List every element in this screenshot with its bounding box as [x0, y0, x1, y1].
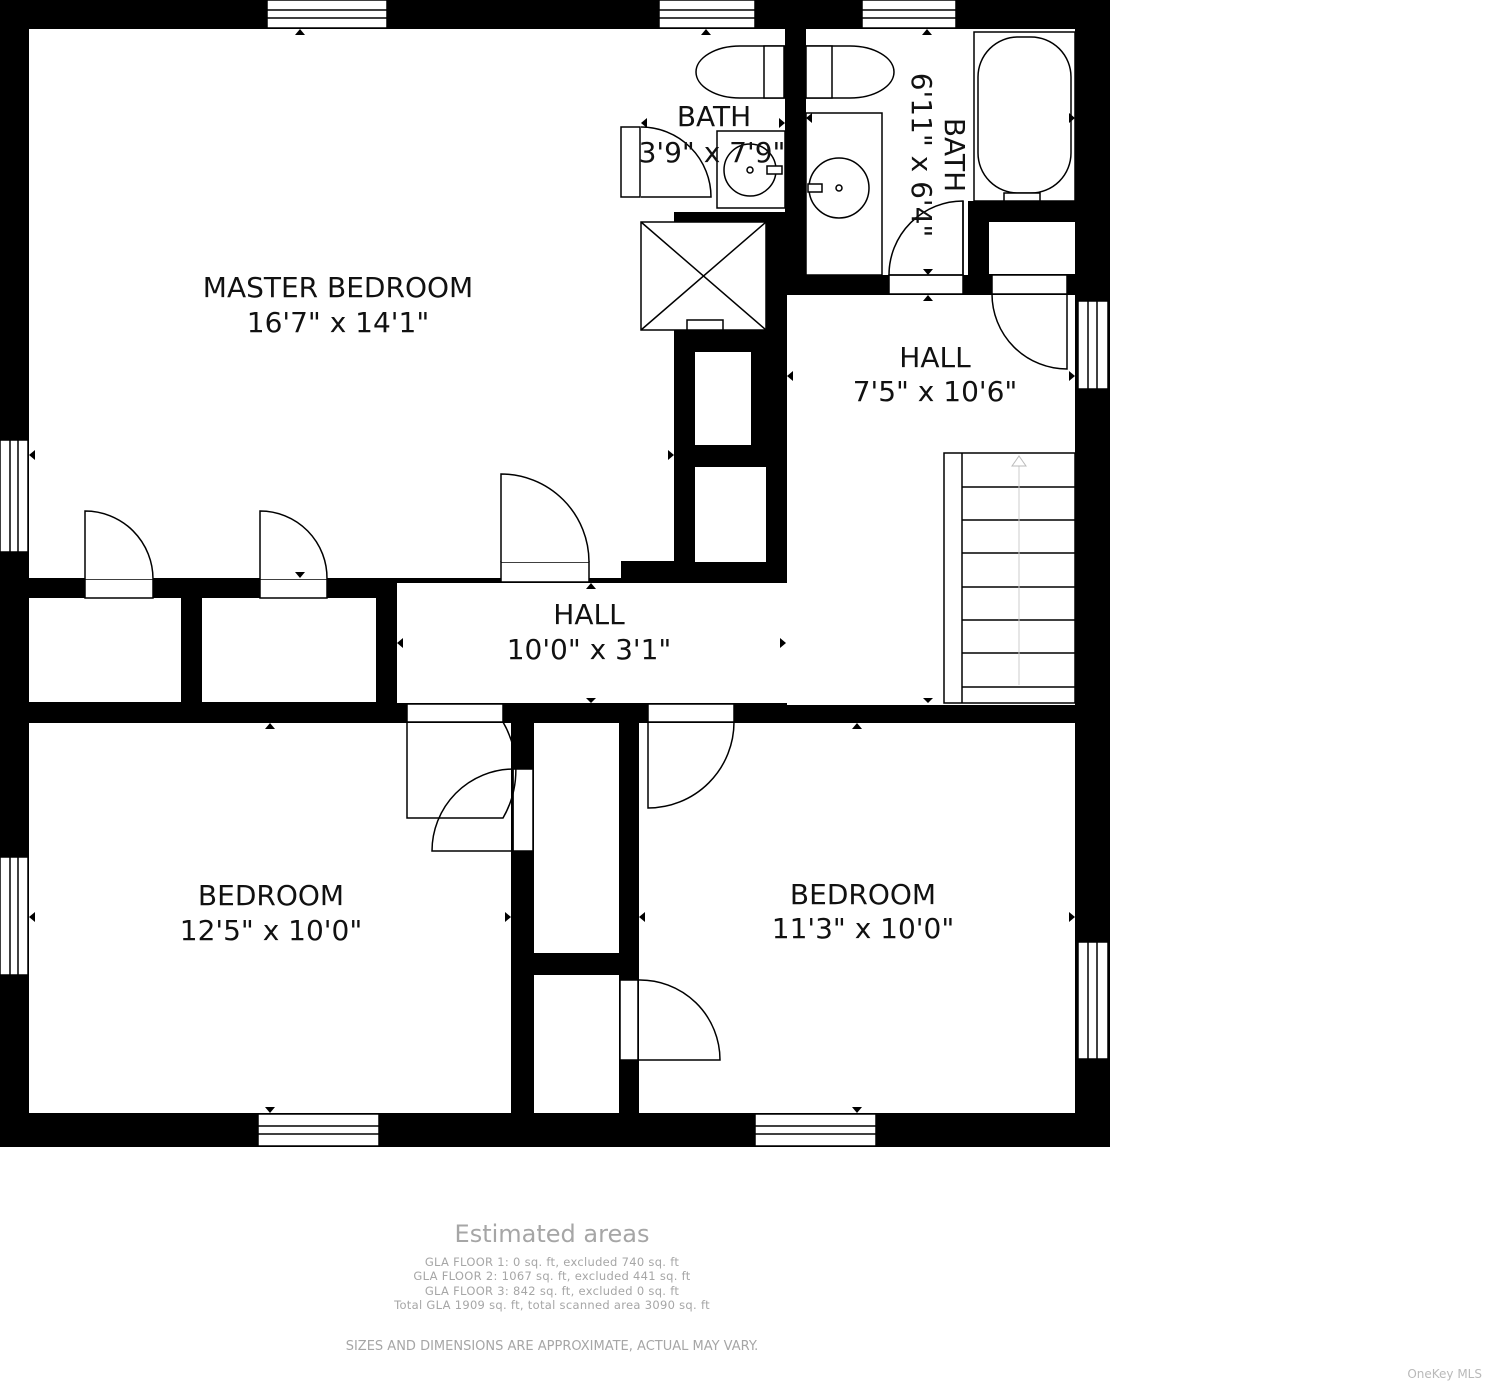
window-sash-lines	[9, 9, 1098, 1135]
bath-right-name: BATH	[938, 118, 971, 192]
area-line-floor-2: GLA FLOOR 2: 1067 sq. ft, excluded 441 s…	[413, 1269, 691, 1283]
fixtures	[640, 31, 1076, 331]
door-swings	[84, 126, 1068, 1061]
master-bedroom-size: 16'7" x 14'1"	[247, 306, 429, 339]
stairs	[943, 452, 1076, 704]
master-bedroom-name: MASTER BEDROOM	[203, 271, 473, 304]
bath-left-size: 3'9" x 7'9"	[639, 136, 786, 169]
bath-right-size: 6'11" x 6'4"	[905, 73, 938, 238]
area-line-floor-1: GLA FLOOR 1: 0 sq. ft, excluded 740 sq. …	[424, 1255, 680, 1269]
disclaimer: SIZES AND DIMENSIONS ARE APPROXIMATE, AC…	[345, 1339, 759, 1354]
dimension-markers	[29, 29, 1075, 1113]
hall-lower-size: 10'0" x 3'1"	[507, 633, 672, 666]
bedroom-right-size: 11'3" x 10'0"	[772, 912, 954, 945]
hall-lower-name: HALL	[553, 598, 625, 631]
windows	[0, 0, 1109, 1147]
estimated-areas-title: Estimated areas	[454, 1220, 650, 1248]
room-labels: MASTER BEDROOM 16'7" x 14'1" BATH 3'9" x…	[180, 73, 1018, 947]
bath-left-name: BATH	[677, 100, 751, 133]
area-line-floor-3: GLA FLOOR 3: 842 sq. ft, excluded 0 sq. …	[424, 1284, 680, 1298]
hall-upper-name: HALL	[899, 341, 971, 374]
bedroom-left-name: BEDROOM	[198, 879, 344, 912]
hall-upper-size: 7'5" x 10'6"	[853, 375, 1018, 408]
watermark: OneKey MLS	[1407, 1367, 1482, 1381]
bedroom-right-name: BEDROOM	[790, 878, 936, 911]
bedroom-left-size: 12'5" x 10'0"	[180, 914, 362, 947]
door-openings	[84, 126, 1068, 1061]
area-line-total: Total GLA 1909 sq. ft, total scanned are…	[394, 1298, 710, 1312]
closet-rods	[767, 365, 777, 550]
